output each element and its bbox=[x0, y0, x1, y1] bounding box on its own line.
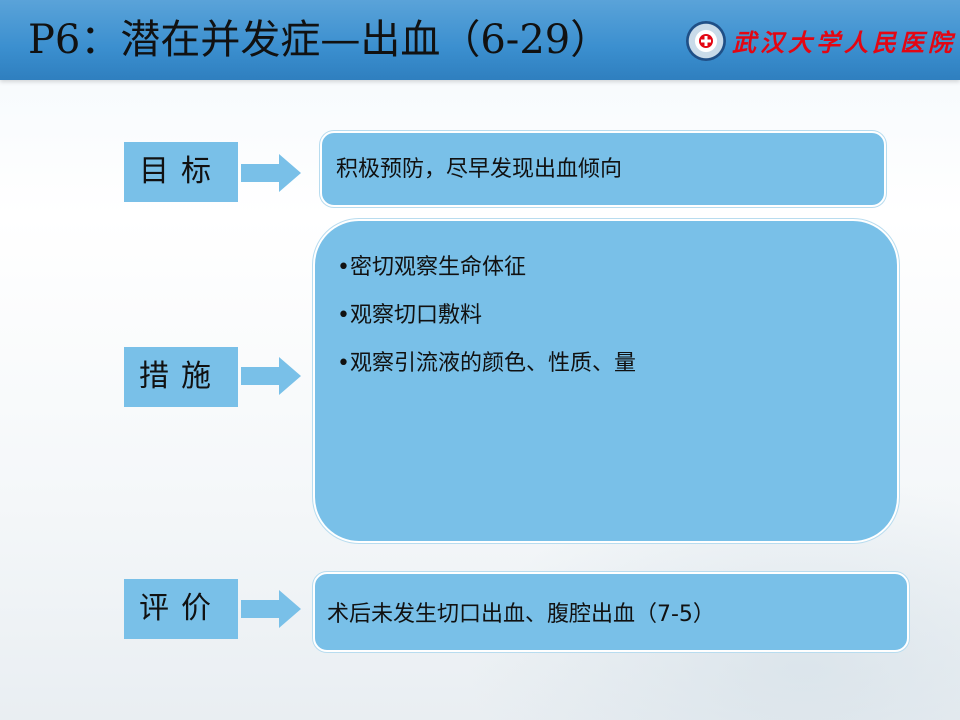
measure-item: •观察切口敷料 bbox=[337, 303, 482, 328]
right-arrow-icon bbox=[241, 154, 301, 192]
label-goal: 目标 bbox=[124, 142, 238, 202]
seal-logo-icon bbox=[686, 21, 726, 61]
slide-title: P6：潜在并发症—出血（6-29） bbox=[28, 17, 611, 63]
evaluation-box: 术后未发生切口出血、腹腔出血（7-5） bbox=[313, 572, 909, 652]
measure-item: •密切观察生命体征 bbox=[337, 255, 526, 280]
header-bar: P6：潜在并发症—出血（6-29） 武汉大学人民医院 bbox=[0, 0, 960, 80]
label-measures: 措施 bbox=[124, 347, 238, 407]
goal-box: 积极预防，尽早发现出血倾向 bbox=[320, 131, 886, 207]
evaluation-text: 术后未发生切口出血、腹腔出血（7-5） bbox=[327, 602, 715, 627]
right-arrow-icon bbox=[241, 590, 301, 628]
goal-text: 积极预防，尽早发现出血倾向 bbox=[336, 157, 623, 182]
right-arrow-icon bbox=[241, 357, 301, 395]
measures-list: •密切观察生命体征 •观察切口敷料 •观察引流液的颜色、性质、量 bbox=[337, 253, 636, 397]
logo-text: 武汉大学人民医院 bbox=[732, 28, 956, 57]
measure-item: •观察引流液的颜色、性质、量 bbox=[337, 351, 636, 376]
measures-box: •密切观察生命体征 •观察切口敷料 •观察引流液的颜色、性质、量 bbox=[313, 219, 899, 543]
hospital-logo: 武汉大学人民医院 bbox=[686, 20, 956, 64]
label-evaluation: 评价 bbox=[124, 579, 238, 639]
